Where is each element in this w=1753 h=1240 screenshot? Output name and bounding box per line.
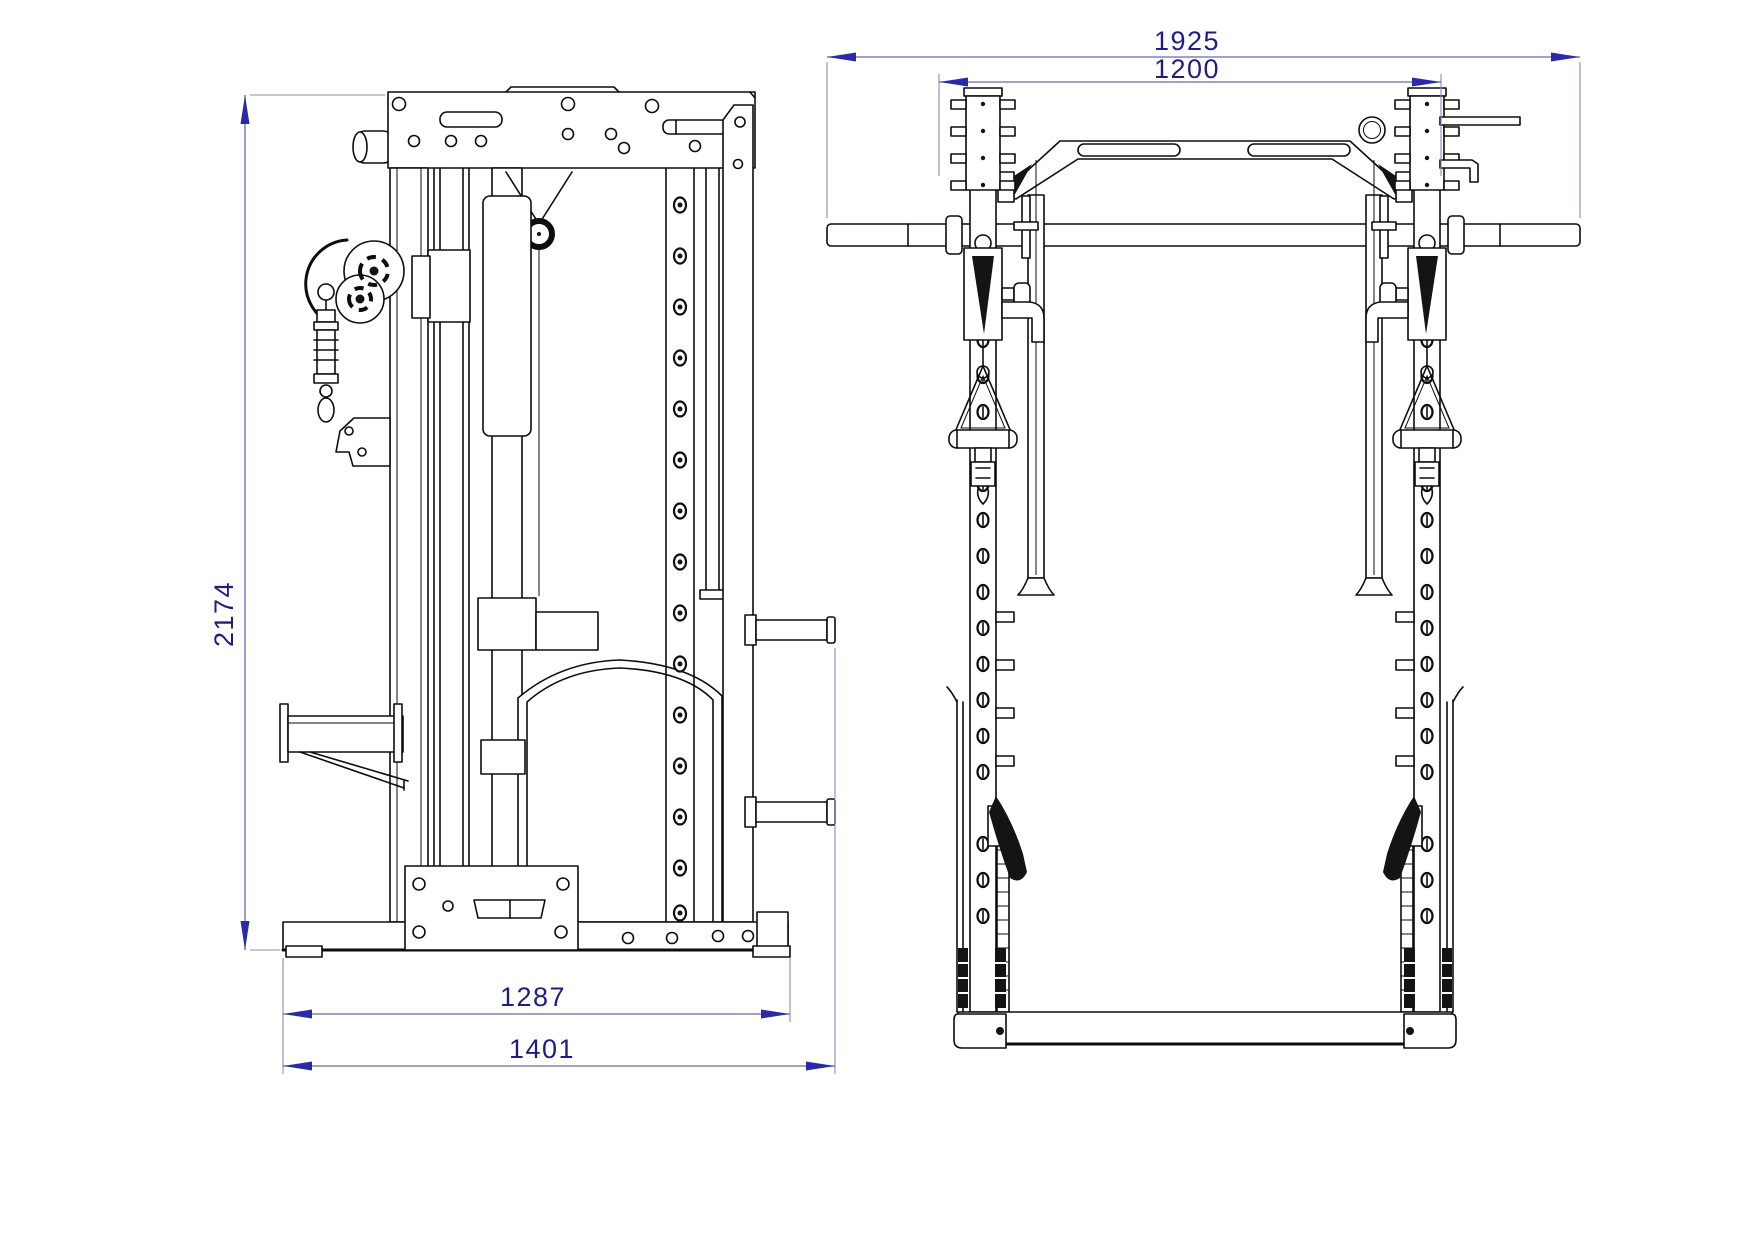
j-hook xyxy=(1001,301,1045,343)
lever-bracket xyxy=(987,796,1027,881)
stub-handle xyxy=(352,130,395,164)
cable-handle xyxy=(313,283,339,423)
carriage-tab xyxy=(535,611,599,651)
bottom-stacks xyxy=(958,948,1006,1008)
swivel-pulley xyxy=(304,238,471,327)
dim-label-1200: 1200 xyxy=(1154,54,1220,84)
side-base xyxy=(281,865,791,958)
foot-left xyxy=(953,1013,1007,1049)
barbell xyxy=(826,215,1581,255)
carriage-block xyxy=(477,597,537,651)
inner-strip xyxy=(699,167,726,600)
seat-panel xyxy=(517,659,723,923)
dim-label-2174: 2174 xyxy=(209,581,239,647)
grip-slot-left xyxy=(1077,143,1181,157)
dimension-inner-width: 1200 xyxy=(938,54,1442,176)
dim-label-1401: 1401 xyxy=(509,1034,575,1064)
triangle-hanger xyxy=(948,345,1018,505)
hook-bracket xyxy=(335,417,391,467)
ring-hook xyxy=(1358,116,1386,144)
dimension-base-length: 1287 xyxy=(282,958,791,1074)
pullup-bar xyxy=(997,140,1413,203)
right-side-arm xyxy=(1439,116,1521,183)
hole-strip xyxy=(665,167,695,923)
weight-peg-upper xyxy=(744,614,836,646)
dim-label-1925: 1925 xyxy=(1154,26,1220,56)
bar-collar-right xyxy=(1447,215,1465,255)
dimension-bar-length: 1925 xyxy=(826,26,1581,218)
top-stack xyxy=(950,87,1016,191)
storage-arm xyxy=(279,703,526,791)
front-base xyxy=(953,1011,1457,1049)
front-view: 1925 1200 xyxy=(826,26,1581,1049)
smith-carriage xyxy=(963,247,1045,343)
foot-right xyxy=(1403,1013,1457,1049)
pop-pin-handle xyxy=(1013,195,1039,259)
top-plate xyxy=(387,86,756,169)
dimension-height: 2174 xyxy=(209,94,385,951)
upright-left xyxy=(946,87,1055,1013)
grip-slot-right xyxy=(1247,143,1351,157)
weight-peg-lower xyxy=(744,796,836,828)
dimension-depth: 1401 xyxy=(283,648,836,1074)
center-column xyxy=(477,167,599,923)
base-gusset xyxy=(404,865,579,951)
slider-sleeve xyxy=(482,195,532,437)
bar-collar-left xyxy=(945,215,963,255)
dim-label-1287: 1287 xyxy=(500,982,566,1012)
bar-rest-hook xyxy=(1439,159,1479,183)
side-view: 2174 1287 1401 xyxy=(209,86,836,1074)
